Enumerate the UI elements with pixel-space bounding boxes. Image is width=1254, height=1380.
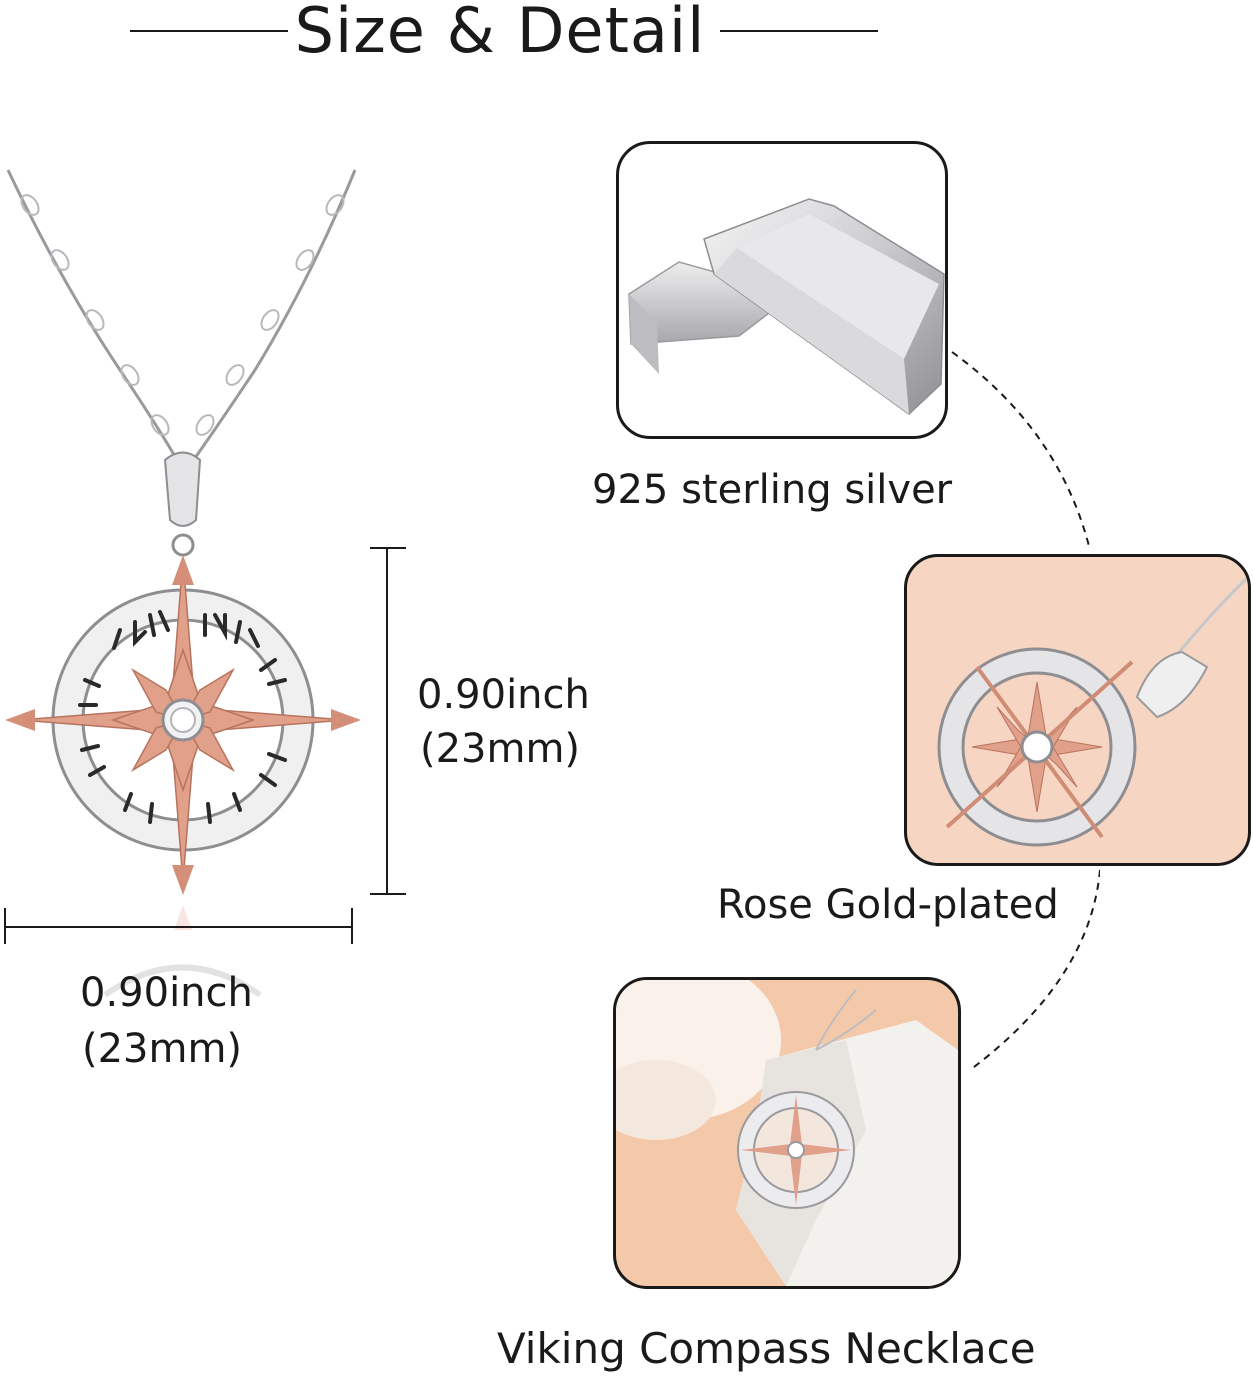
necklace-scene-card <box>613 977 961 1289</box>
title-rule-left <box>130 30 288 32</box>
height-dimension-line <box>386 547 388 895</box>
pendant-image <box>0 160 370 1030</box>
page-title: Size & Detail <box>294 0 706 67</box>
silver-bars-card <box>616 141 948 439</box>
compass-pendant-closeup-icon <box>937 575 1248 847</box>
rose-gold-label: Rose Gold-plated <box>717 882 1059 928</box>
title-rule-right <box>720 30 878 32</box>
height-mm-label: (23mm) <box>420 726 581 772</box>
width-dimension-cap-right <box>351 908 353 944</box>
necklace-on-stone-icon <box>616 980 958 1286</box>
silver-bars-icon <box>628 198 945 415</box>
height-inch-label: 0.90inch <box>417 672 590 718</box>
height-dimension-cap-top <box>370 547 406 549</box>
width-dimension-line <box>5 926 353 928</box>
width-dimension-cap-left <box>4 908 6 944</box>
dashed-connector <box>940 340 1100 1080</box>
height-dimension-cap-bottom <box>370 893 406 895</box>
necklace-label: Viking Compass Necklace <box>497 1324 1036 1373</box>
rose-gold-card <box>904 554 1251 866</box>
silver-label: 925 sterling silver <box>592 467 953 513</box>
width-mm-label: (23mm) <box>82 1026 243 1072</box>
width-inch-label: 0.90inch <box>80 970 253 1016</box>
